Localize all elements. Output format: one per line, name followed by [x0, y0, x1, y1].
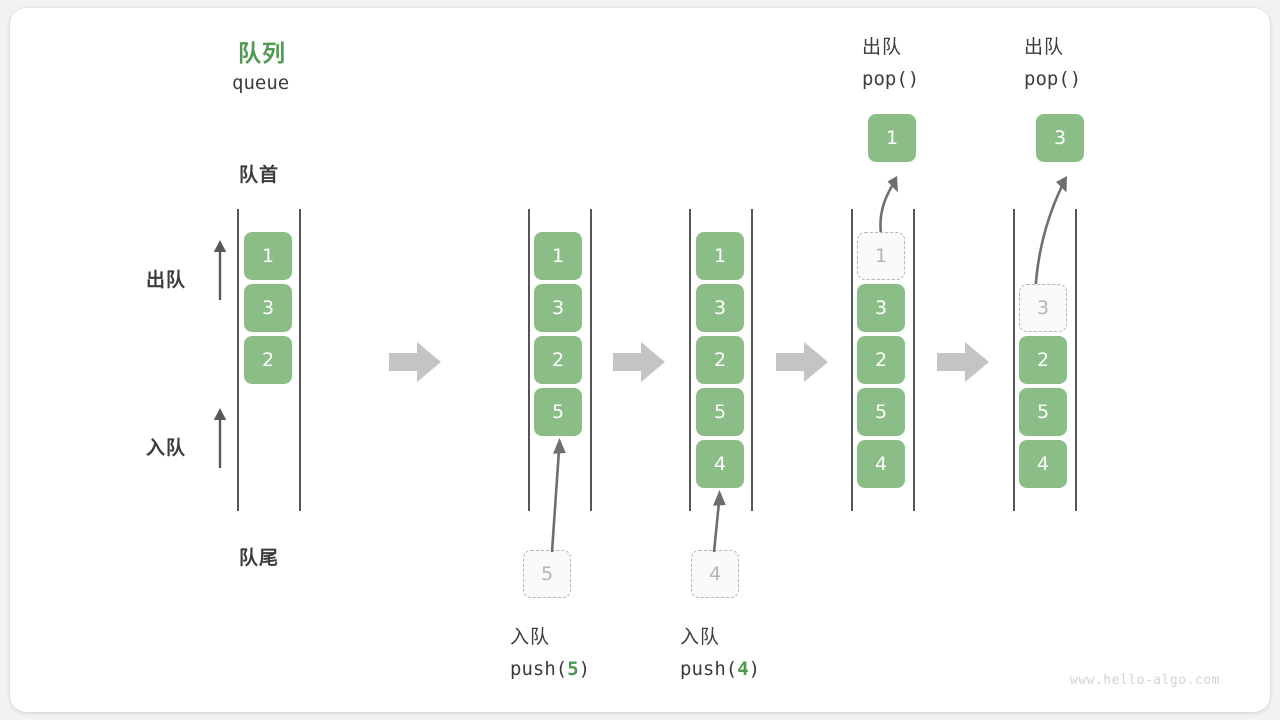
step-arrow — [389, 342, 441, 382]
dequeued-slot-ghost: 1 — [857, 232, 905, 280]
queue-cell: 3 — [534, 284, 582, 332]
push-arrow — [550, 438, 566, 553]
queue-cell: 3 — [244, 284, 292, 332]
push-op-prefix: push( — [680, 658, 738, 680]
front-label: 队首 — [239, 165, 280, 186]
queue-rail-right-5 — [1075, 209, 1077, 511]
queue-rail-left-5 — [1013, 209, 1015, 511]
queue-cell: 2 — [534, 336, 582, 384]
push-arrow — [712, 490, 726, 553]
queue-rail-left-2 — [528, 209, 530, 511]
queue-cell-new: 4 — [696, 440, 744, 488]
enqueue-side-label: 入队 — [146, 438, 187, 459]
watermark: www.hello-algo.com — [1070, 673, 1220, 688]
popped-element: 3 — [1036, 114, 1084, 162]
queue-cell: 2 — [696, 336, 744, 384]
incoming-element-ghost: 4 — [691, 550, 739, 598]
pop-arrow — [1033, 176, 1067, 299]
queue-cell: 5 — [1019, 388, 1067, 436]
push-op-label-cn: 入队 — [510, 627, 551, 648]
queue-cell: 2 — [857, 336, 905, 384]
push-op-label-code: push(5) — [510, 658, 590, 680]
push-op-label-code: push(4) — [680, 658, 760, 680]
step-arrow — [776, 342, 828, 382]
push-op-suffix: ) — [748, 658, 761, 680]
queue-cell: 2 — [244, 336, 292, 384]
popped-element: 1 — [868, 114, 916, 162]
queue-cell: 1 — [534, 232, 582, 280]
queue-cell: 1 — [696, 232, 744, 280]
dequeue-direction-arrow — [213, 240, 227, 300]
step-arrow — [937, 342, 989, 382]
queue-cell: 1 — [244, 232, 292, 280]
enqueue-direction-arrow — [213, 408, 227, 468]
pop-op-label-code: pop() — [1024, 68, 1082, 90]
rear-label: 队尾 — [239, 548, 280, 569]
dequeued-slot-ghost: 3 — [1019, 284, 1067, 332]
queue-cell: 2 — [1019, 336, 1067, 384]
queue-rail-left-4 — [851, 209, 853, 511]
push-op-label-cn: 入队 — [680, 627, 721, 648]
queue-rail-right-1 — [299, 209, 301, 511]
queue-cell: 3 — [857, 284, 905, 332]
pop-op-label-code: pop() — [862, 68, 920, 90]
incoming-element-ghost: 5 — [523, 550, 571, 598]
queue-rail-right-3 — [751, 209, 753, 511]
push-op-value: 5 — [567, 658, 579, 680]
queue-cell: 4 — [857, 440, 905, 488]
push-op-suffix: ) — [578, 658, 591, 680]
queue-cell: 5 — [696, 388, 744, 436]
queue-cell: 4 — [1019, 440, 1067, 488]
queue-rail-right-2 — [590, 209, 592, 511]
queue-rail-right-4 — [913, 209, 915, 511]
queue-rail-left-3 — [689, 209, 691, 511]
dequeue-side-label: 出队 — [146, 270, 187, 291]
queue-cell-new: 5 — [534, 388, 582, 436]
pop-op-label-cn: 出队 — [862, 37, 903, 58]
step-arrow — [613, 342, 665, 382]
diagram-title-en: queue — [232, 72, 290, 94]
queue-rail-left-1 — [237, 209, 239, 511]
diagram-title-cn: 队列 — [238, 40, 286, 66]
queue-cell: 3 — [696, 284, 744, 332]
pop-op-label-cn: 出队 — [1024, 37, 1065, 58]
push-op-value: 4 — [737, 658, 749, 680]
push-op-prefix: push( — [510, 658, 568, 680]
queue-cell: 5 — [857, 388, 905, 436]
